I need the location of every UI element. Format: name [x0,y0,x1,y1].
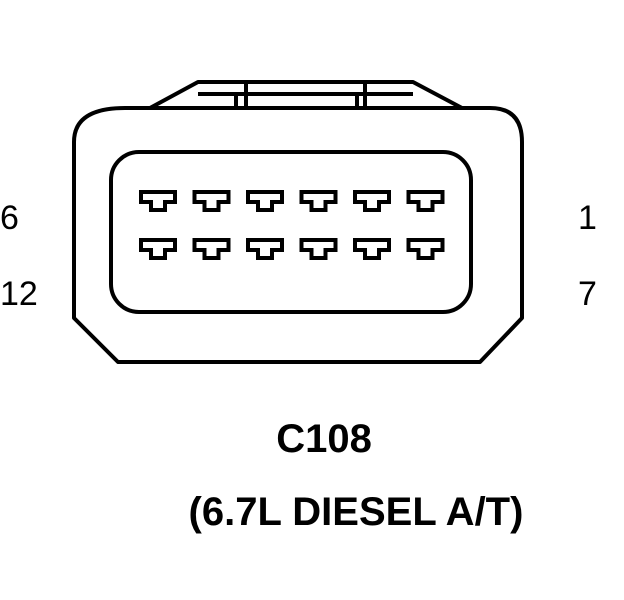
pin-terminals [139,190,445,260]
pin-terminal-5 [192,190,231,212]
pin-terminal-8 [353,238,391,260]
connector-subtitle: (6.7L DIESEL A/T) [189,490,524,534]
pin-terminal-10 [246,238,284,260]
pin-terminal-1 [406,190,445,212]
connector-cavity [109,150,473,314]
pin-terminal-3 [299,190,338,212]
pin-terminal-6 [139,190,177,212]
pin-terminal-11 [192,238,231,260]
connector-housing [72,106,524,364]
pin-label-bottom-left: 12 [0,275,38,313]
pin-label-top-right: 1 [578,199,597,237]
pin-terminal-4 [246,190,284,212]
pin-label-bottom-right: 7 [578,275,597,313]
pin-label-top-left: 6 [0,199,19,237]
connector-id: C108 [276,417,372,461]
pin-terminal-7 [406,238,445,260]
pin-terminal-12 [139,238,177,260]
pin-terminal-2 [353,190,391,212]
connector-lock-tab [149,80,463,110]
pin-terminal-9 [299,238,338,260]
